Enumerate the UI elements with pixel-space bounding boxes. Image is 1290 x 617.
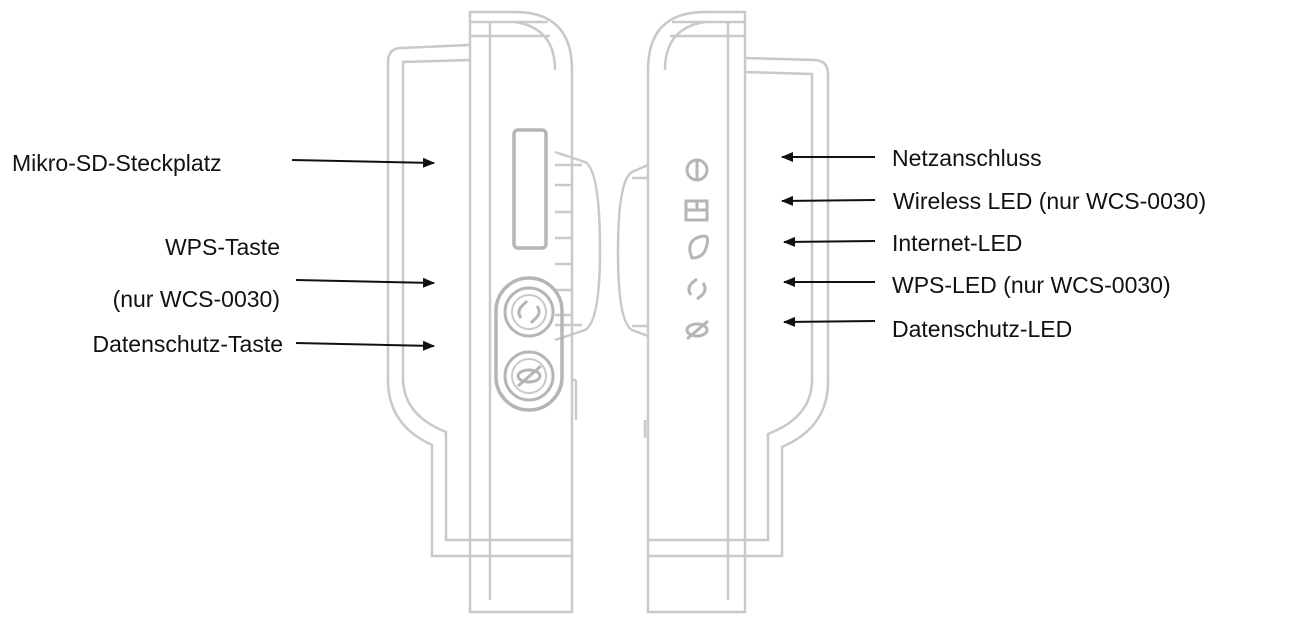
button-pill-shape [494,276,564,412]
arrow-wps-button [295,277,435,288]
privacy-button-shape [503,350,555,402]
wps-icon [687,277,707,301]
microsd-slot-shape [512,128,548,250]
label-power-port: Netzanschluss [892,145,1042,171]
left-device-back-inner [401,58,471,542]
arrow-microsd-slot [291,157,435,168]
right-device-front-housing [646,10,747,614]
left-arrows [291,157,435,351]
left-device-front-housing [468,10,574,614]
internet-icon [688,234,710,260]
wps-button-shape [503,286,555,338]
right-device-view [616,10,830,614]
right-device-lens-bump [616,163,649,338]
label-wps-button-line2: (nur WCS-0030) [112,286,280,312]
power-icon [685,158,709,182]
arrow-internet-led [783,236,876,247]
left-device-lens-bump [554,150,602,342]
label-privacy-button: Datenschutz-Taste [92,331,283,357]
label-internet-led: Internet-LED [892,230,1023,256]
right-device-back-inner [744,70,814,542]
right-device-back-housing [744,56,830,558]
arrow-privacy-led [783,316,876,327]
privacy-icon [685,319,709,341]
label-wps-button-line1: WPS-Taste [164,234,280,260]
right-device-front-inner [663,20,730,600]
arrow-wireless-led [781,195,876,206]
wireless-icon [684,199,709,222]
right-arrows [781,152,876,327]
label-microsd-slot: Mikro-SD-Steckplatz [12,150,222,176]
label-wireless-led: Wireless LED (nur WCS-0030) [893,188,1207,214]
left-device-view [386,10,602,614]
label-wps-led: WPS-LED (nur WCS-0030) [892,272,1171,298]
arrow-privacy-button [295,340,435,351]
left-device-back-housing [386,43,471,558]
label-privacy-led: Datenschutz-LED [892,316,1073,342]
